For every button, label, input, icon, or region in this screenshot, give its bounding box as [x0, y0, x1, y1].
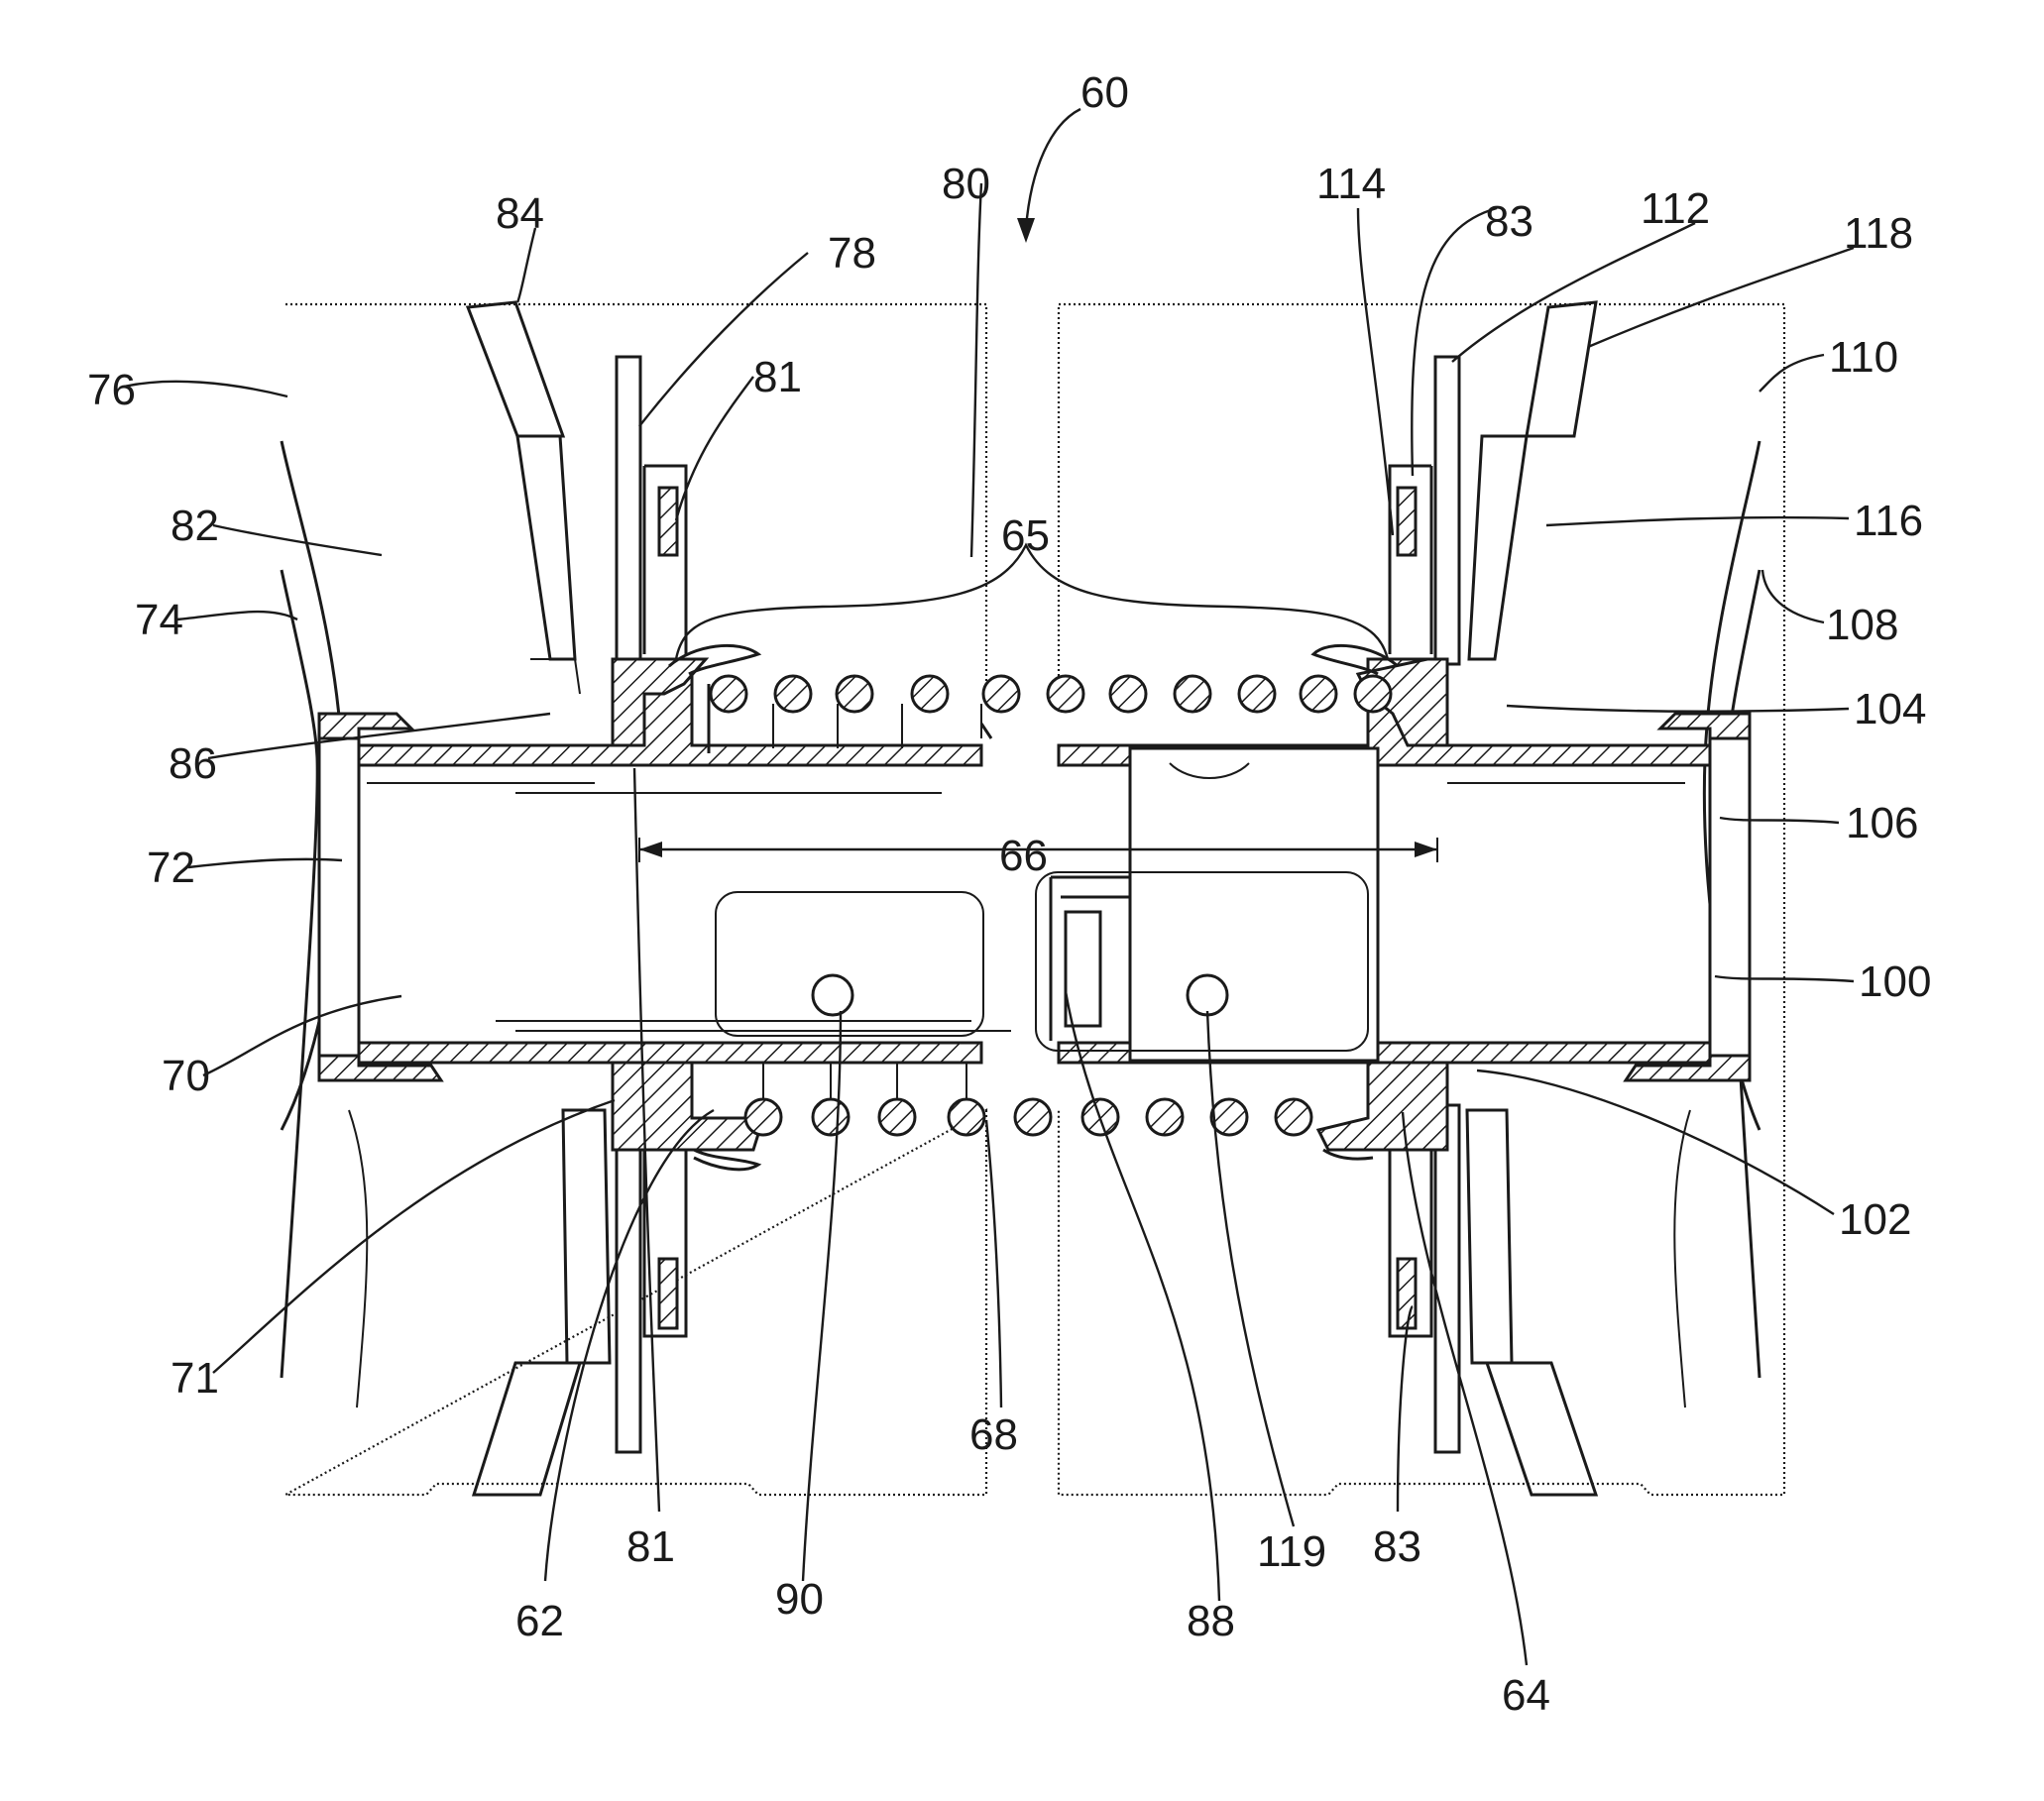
- label-60: 60: [1080, 68, 1129, 117]
- left-lower-wedge: [474, 1110, 610, 1495]
- brace-65: [676, 545, 1388, 659]
- label-71: 71: [170, 1354, 219, 1403]
- left-plate-recess: [644, 466, 686, 1336]
- label-90: 90: [775, 1575, 824, 1624]
- label-112: 112: [1641, 184, 1710, 233]
- left-end-rim: [319, 714, 441, 1080]
- left-tube: [359, 659, 1011, 1118]
- left-window: [716, 892, 983, 1036]
- reference-labels: 60 66 65 84 78 80 81 76 82 74 86 72 70 7…: [87, 68, 1931, 1720]
- label-72: 72: [147, 844, 195, 892]
- label-76: 76: [87, 366, 136, 414]
- spring-coils-top: [709, 676, 1391, 753]
- label-104: 104: [1854, 685, 1926, 733]
- label-83-top: 83: [1485, 197, 1533, 246]
- label-64: 64: [1502, 1671, 1550, 1720]
- label-62: 62: [515, 1597, 564, 1645]
- label-65: 65: [1001, 511, 1050, 560]
- label-118: 118: [1844, 209, 1913, 258]
- label-82: 82: [170, 502, 219, 550]
- label-78: 78: [828, 229, 876, 278]
- label-88: 88: [1187, 1597, 1235, 1645]
- label-106: 106: [1846, 799, 1918, 847]
- label-81-top: 81: [753, 353, 802, 401]
- label-100: 100: [1859, 957, 1931, 1006]
- label-114: 114: [1316, 160, 1386, 208]
- right-end-rim: [1626, 714, 1750, 1080]
- label-86: 86: [169, 739, 217, 788]
- label-102: 102: [1839, 1195, 1911, 1244]
- label-66: 66: [999, 832, 1048, 880]
- label-80: 80: [942, 160, 990, 208]
- label-81-bottom: 81: [626, 1522, 675, 1571]
- right-upper-wedge: [1469, 302, 1596, 659]
- right-plate-recess: [1390, 466, 1431, 1336]
- label-116: 116: [1854, 497, 1923, 545]
- left-upper-wedge: [468, 302, 580, 694]
- label-110: 110: [1829, 333, 1898, 382]
- right-lower-wedge: [1467, 1110, 1596, 1495]
- label-119: 119: [1257, 1527, 1326, 1576]
- right-plate: [1435, 357, 1459, 1452]
- assembly-arrow-60: [1017, 109, 1080, 243]
- label-74: 74: [135, 596, 183, 644]
- label-70: 70: [162, 1052, 210, 1100]
- spring-coils-bottom: [745, 1063, 1311, 1135]
- label-84: 84: [496, 189, 544, 238]
- label-83-bottom: 83: [1373, 1522, 1421, 1571]
- label-108: 108: [1826, 601, 1898, 649]
- label-68: 68: [969, 1410, 1018, 1459]
